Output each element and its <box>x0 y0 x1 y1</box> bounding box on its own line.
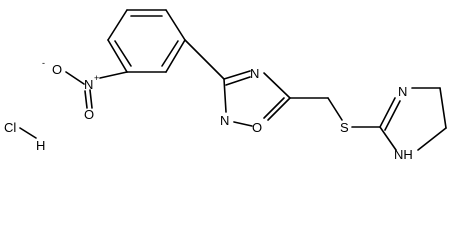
imidazoline-nh-label: NH <box>394 147 413 162</box>
imidazoline-n3-label: N <box>398 84 407 99</box>
nitro-o-minus-charge: - <box>42 58 45 68</box>
nitro-o-double-label: O <box>84 107 94 122</box>
chemical-structure-diagram: O - N + O N N O S N NH Cl H <box>4 9 447 162</box>
nitro-group <box>65 71 128 109</box>
imidazoline-ring <box>379 87 447 151</box>
oxadiazole-n2-label: N <box>220 113 229 128</box>
nitro-n-label: N <box>84 77 93 92</box>
oxadiazole-o1-label: O <box>252 120 262 135</box>
ch2-s-bond <box>327 97 343 121</box>
oxadiazole-n4-label: N <box>250 66 259 81</box>
nitro-o-minus-label: O <box>52 62 62 77</box>
aryl-oxadiazole-bond <box>184 39 225 80</box>
hcl-h-label: H <box>36 138 45 153</box>
hcl-bond <box>19 127 37 139</box>
oxadiazole-ring <box>223 70 291 127</box>
nitro-n-charge: + <box>94 73 99 83</box>
hcl-cl-label: Cl <box>4 120 16 135</box>
thioether-s-label: S <box>340 120 349 135</box>
benzene-ring <box>107 9 186 73</box>
